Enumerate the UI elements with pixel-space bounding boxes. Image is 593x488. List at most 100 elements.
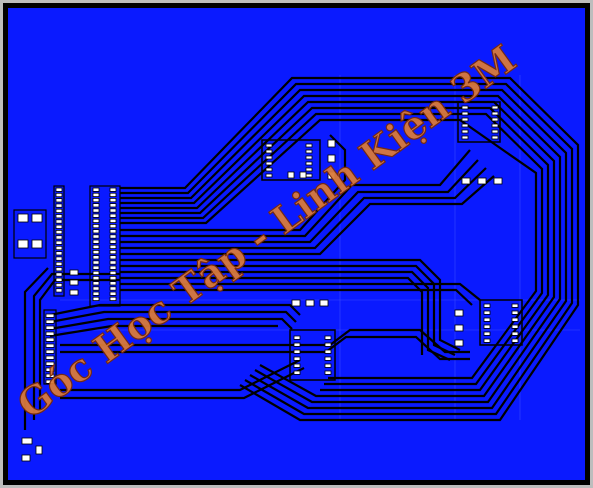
ic-pad[interactable] xyxy=(324,342,332,347)
ic-pad[interactable] xyxy=(293,370,301,375)
header-pad[interactable] xyxy=(45,325,55,330)
header-pad[interactable] xyxy=(92,291,100,296)
ic-pad[interactable] xyxy=(461,129,469,134)
header-pad[interactable] xyxy=(55,267,63,272)
ic-pad[interactable] xyxy=(511,331,519,336)
ic-pad[interactable] xyxy=(265,143,273,148)
header-pad[interactable] xyxy=(92,249,100,255)
header-pad[interactable] xyxy=(55,214,63,219)
jack-pad[interactable] xyxy=(17,239,29,249)
ic-pad[interactable] xyxy=(491,111,499,116)
header-pad[interactable] xyxy=(45,337,55,342)
header-pad[interactable] xyxy=(92,192,100,197)
ic-pad[interactable] xyxy=(491,135,499,140)
ic-pad[interactable] xyxy=(305,161,313,166)
ic-pad[interactable] xyxy=(324,349,332,354)
cap-pad[interactable] xyxy=(454,339,464,347)
ic-pad[interactable] xyxy=(265,149,273,154)
header-pad[interactable] xyxy=(92,260,100,265)
cap-pad[interactable] xyxy=(291,299,301,307)
ic-pad[interactable] xyxy=(293,356,301,361)
header-pad[interactable] xyxy=(109,213,117,218)
header-pad[interactable] xyxy=(109,218,117,223)
ic-pad[interactable] xyxy=(324,335,332,340)
header-pad[interactable] xyxy=(92,255,100,260)
ic-pad[interactable] xyxy=(265,161,273,166)
ic-u1[interactable] xyxy=(261,139,321,181)
header-pad[interactable] xyxy=(109,229,117,234)
ic-pad[interactable] xyxy=(511,303,519,308)
header-pad[interactable] xyxy=(92,234,100,239)
ic-pad[interactable] xyxy=(305,143,313,148)
header-pad[interactable] xyxy=(55,261,63,267)
header-pad[interactable] xyxy=(55,282,63,288)
header-pad[interactable] xyxy=(109,197,117,203)
header-pad[interactable] xyxy=(109,270,117,276)
ic-pad[interactable] xyxy=(483,317,491,322)
ic-pad[interactable] xyxy=(483,338,491,343)
ic-pad[interactable] xyxy=(461,117,469,122)
header-pad[interactable] xyxy=(45,373,55,378)
jack-pad[interactable] xyxy=(17,213,29,223)
header-pad[interactable] xyxy=(92,197,100,203)
header-pad[interactable] xyxy=(109,223,117,229)
header-pad[interactable] xyxy=(45,319,55,324)
ic-pad[interactable] xyxy=(324,356,332,361)
ic-pad[interactable] xyxy=(491,123,499,128)
smd-pad[interactable] xyxy=(69,279,79,286)
header-pad[interactable] xyxy=(92,281,100,286)
header-pad[interactable] xyxy=(55,224,63,229)
cap-pad[interactable] xyxy=(454,324,464,332)
smd-pad[interactable] xyxy=(69,269,79,276)
ic-pad[interactable] xyxy=(305,167,313,172)
header-pad[interactable] xyxy=(92,265,100,270)
header-pad[interactable] xyxy=(45,355,55,360)
header-pad[interactable] xyxy=(109,265,117,270)
ic-pad[interactable] xyxy=(305,155,313,160)
header-pad[interactable] xyxy=(109,281,117,286)
ic-pad[interactable] xyxy=(293,349,301,354)
ic-pad[interactable] xyxy=(293,335,301,340)
ic-pad[interactable] xyxy=(293,342,301,347)
header-pad[interactable] xyxy=(55,272,63,277)
header-pad[interactable] xyxy=(109,249,117,255)
cap-pad[interactable] xyxy=(287,171,295,179)
ic-pad[interactable] xyxy=(265,167,273,172)
smd-pad[interactable] xyxy=(69,289,79,296)
ic-u4[interactable] xyxy=(479,299,523,346)
header-pad[interactable] xyxy=(92,229,100,234)
ic-pad[interactable] xyxy=(511,317,519,322)
power-jack[interactable] xyxy=(13,209,47,259)
header-pad[interactable] xyxy=(92,239,100,244)
header-pad[interactable] xyxy=(109,187,117,192)
header-pad[interactable] xyxy=(92,275,100,281)
header-pad[interactable] xyxy=(109,275,117,281)
header-pad[interactable] xyxy=(109,255,117,260)
ic-pad[interactable] xyxy=(483,303,491,308)
header-pad[interactable] xyxy=(55,219,63,224)
header-pad[interactable] xyxy=(109,296,117,302)
header-pad[interactable] xyxy=(92,187,100,192)
cap-pad[interactable] xyxy=(454,309,464,317)
header-pad[interactable] xyxy=(109,239,117,244)
header-pad[interactable] xyxy=(92,244,100,249)
ic-pad[interactable] xyxy=(305,173,313,178)
header-pad[interactable] xyxy=(55,251,63,256)
cap-pad[interactable] xyxy=(461,177,471,185)
header-pad[interactable] xyxy=(55,277,63,282)
ic-pad[interactable] xyxy=(305,149,313,154)
led-pad[interactable] xyxy=(21,437,33,445)
header-connector-left[interactable] xyxy=(53,185,65,297)
header-pad[interactable] xyxy=(55,288,63,293)
ic-pad[interactable] xyxy=(511,338,519,343)
ic-u3[interactable] xyxy=(289,329,336,381)
ic-pad[interactable] xyxy=(483,331,491,336)
header-pad[interactable] xyxy=(55,229,63,235)
header-pad[interactable] xyxy=(92,296,100,302)
cap-pad[interactable] xyxy=(327,139,336,148)
header-connector-lower[interactable] xyxy=(43,309,57,385)
ic-pad[interactable] xyxy=(461,105,469,110)
header-pad[interactable] xyxy=(55,208,63,213)
ic-pad[interactable] xyxy=(461,135,469,140)
